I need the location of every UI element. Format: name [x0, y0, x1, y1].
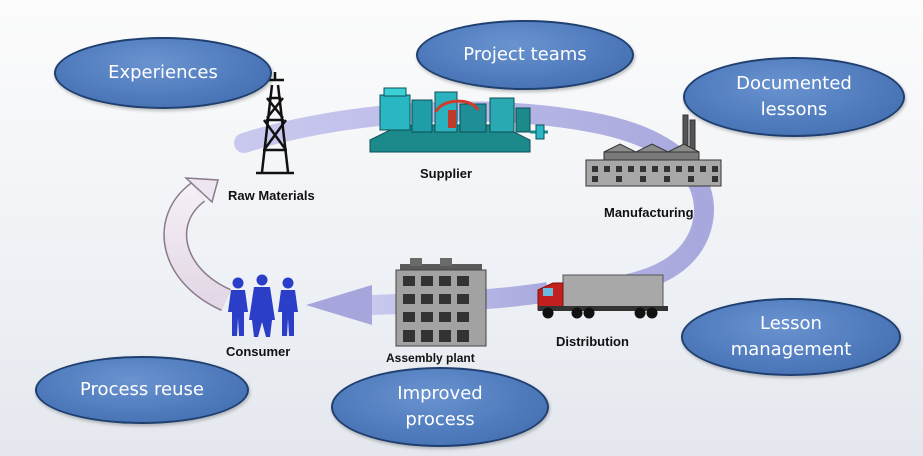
supplier-label: Supplier: [420, 166, 473, 181]
bubble-lesson-management: Lesson management: [681, 298, 901, 376]
supplier-plant-icon: [369, 87, 548, 153]
distribution-label: Distribution: [556, 334, 629, 349]
truck-icon: [537, 274, 668, 319]
bubble-documented-lessons: Documented lessons: [683, 57, 905, 137]
bubble-project-teams: Project teams: [416, 20, 634, 90]
bubble-process-reuse: Process reuse: [35, 356, 249, 424]
factory-icon: [585, 114, 722, 187]
assembly-building-icon: [395, 258, 487, 347]
bubble-experiences: Experiences: [54, 37, 272, 109]
assembly-plant-label: Assembly plant: [386, 351, 475, 365]
return-arrow: [163, 177, 232, 311]
consumer-people-icon: [228, 274, 298, 337]
oil-derrick-icon: [256, 72, 294, 175]
consumer-label: Consumer: [226, 344, 291, 359]
manufacturing-label: Manufacturing: [604, 205, 694, 220]
raw-materials-label: Raw Materials: [228, 188, 315, 203]
bubble-improved-process: Improved process: [331, 367, 549, 447]
